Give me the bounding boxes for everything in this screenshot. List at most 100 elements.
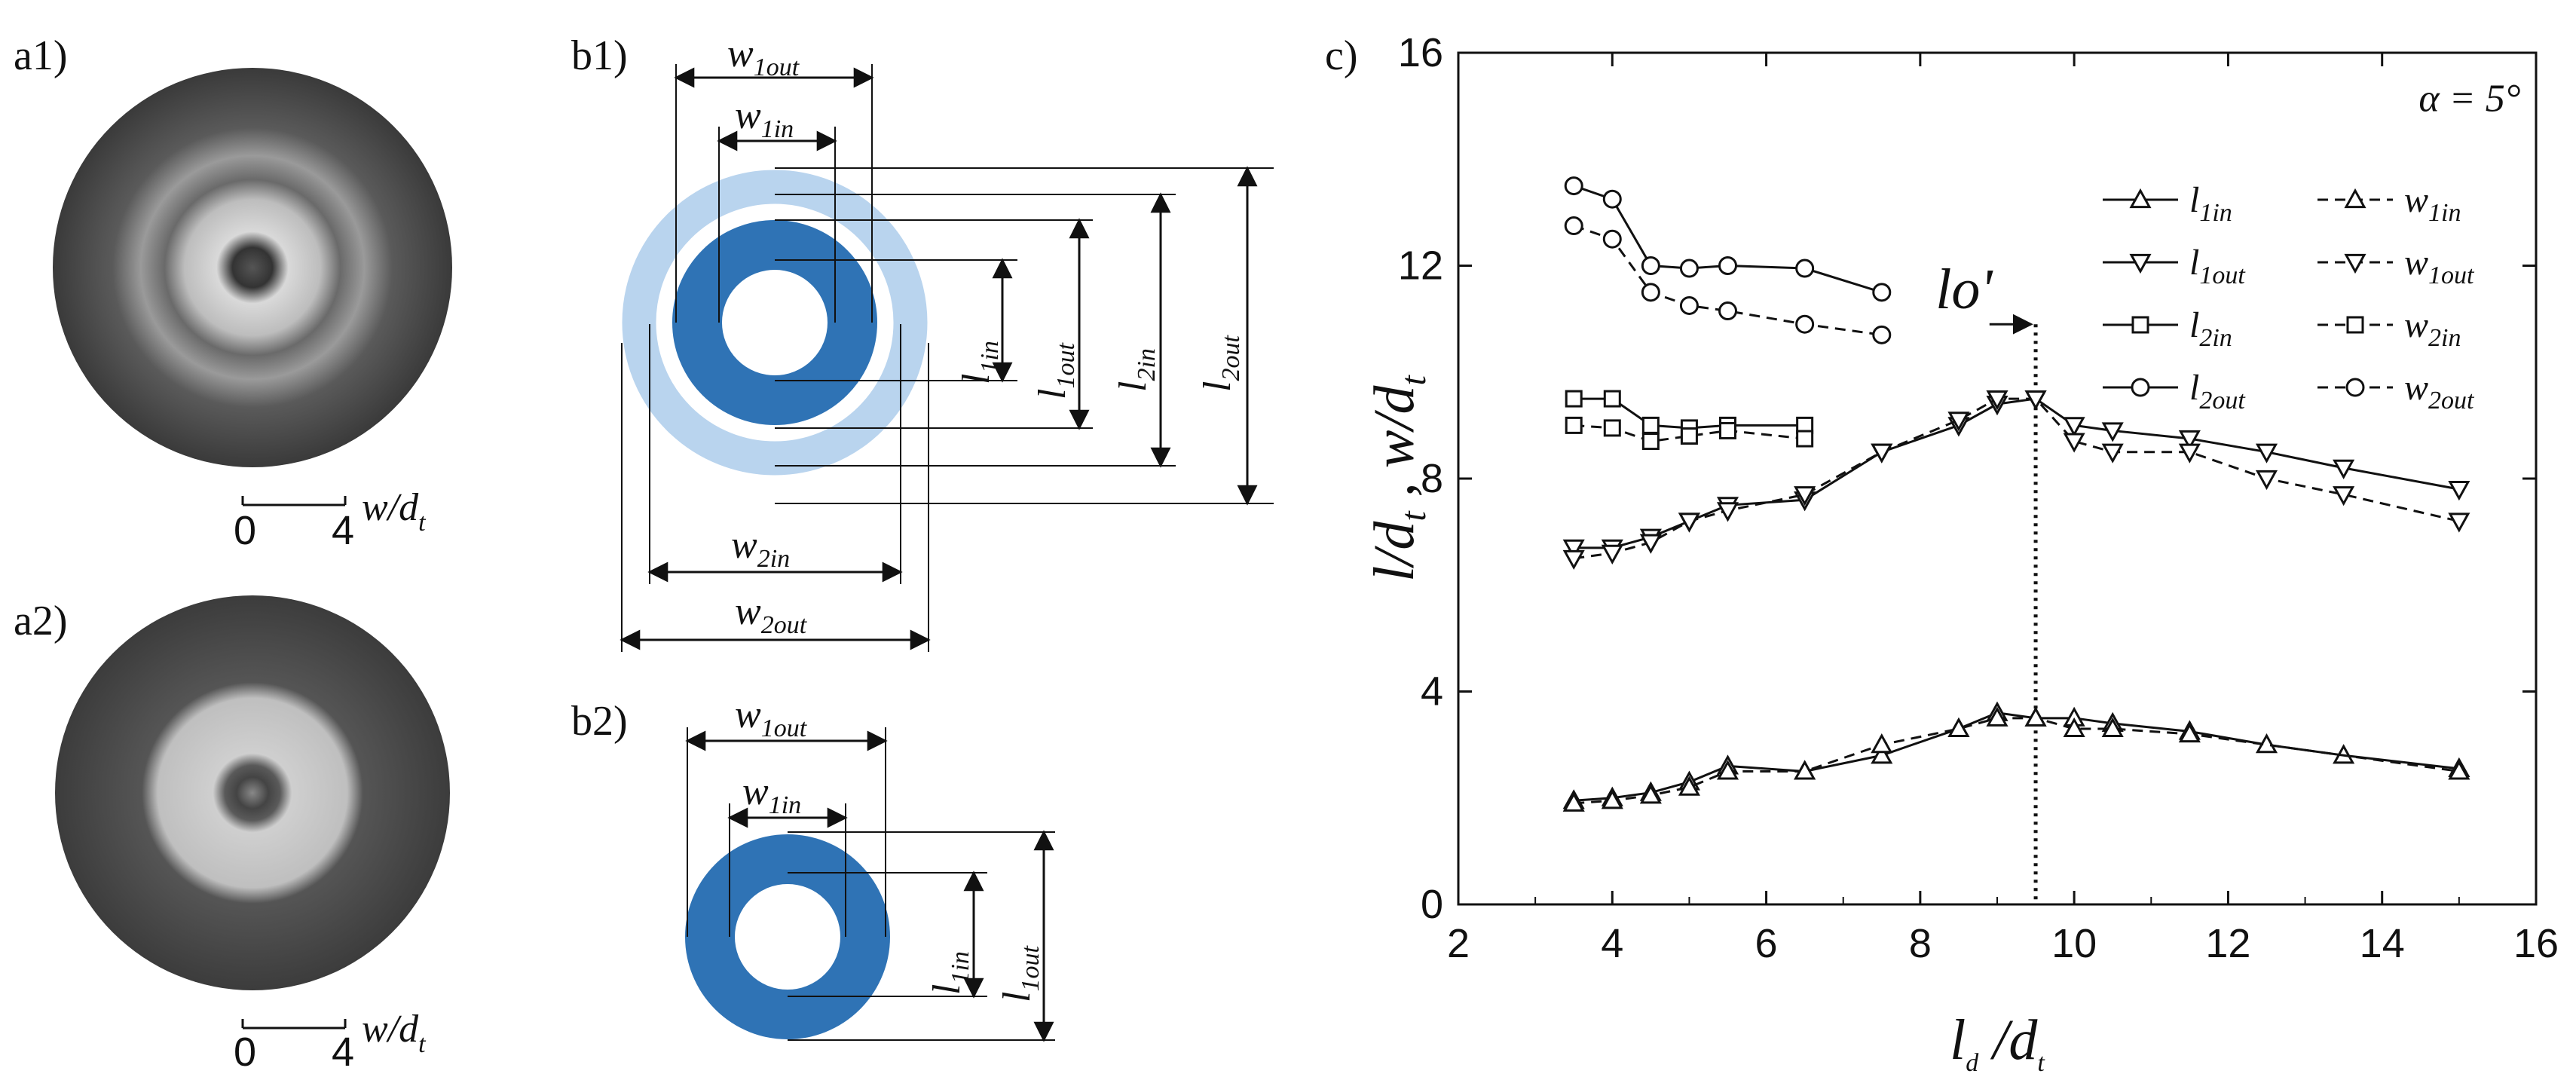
data-point-l1out (2333, 459, 2355, 479)
series-w2in (1565, 416, 1814, 451)
x-tick-label: 12 (2205, 921, 2250, 966)
series-line-w1in (1574, 717, 2460, 805)
photo-a2 (55, 595, 450, 990)
data-point-w2out (1872, 325, 1892, 344)
series-l2out (1564, 176, 1892, 302)
data-point-w2out (1679, 295, 1699, 315)
panel-label-b2: b2) (571, 698, 628, 745)
extension-lines-b2 (687, 727, 1055, 1041)
dim-label-w1out-b2: w1out (735, 693, 808, 742)
legend-label-w2in: w2in (2404, 305, 2461, 352)
panel-a2: a2) 0 4 w/dt (14, 595, 450, 1075)
data-point-w1out (1947, 412, 1970, 432)
dim-label-w1in-b2: w1in (742, 770, 801, 819)
x-axis-label-sub-d: d (1966, 1049, 1979, 1077)
y-tick-label: 16 (1398, 30, 1443, 75)
data-point-w1out (1562, 549, 1585, 571)
y-tick-label: 0 (1421, 882, 1443, 927)
data-point-w1in (2101, 717, 2124, 738)
data-point-l2out (1602, 189, 1622, 209)
panel-label-a1: a1) (14, 32, 68, 79)
data-point-w1in (1716, 760, 1739, 780)
data-point-l1out (2255, 443, 2278, 464)
legend-marker-w1in (2344, 188, 2366, 209)
dim-label-w2out-b1: w2out (735, 590, 808, 639)
inner-ring-b1 (672, 220, 877, 425)
legend-marker-w2in (2346, 316, 2364, 334)
data-point-w1in (1986, 706, 2008, 727)
data-point-w1out (1871, 443, 1893, 464)
data-point-w1out (1986, 390, 2008, 411)
legend-marker-l1in (2129, 188, 2152, 209)
legend-label-sub: 1in (2428, 199, 2461, 227)
y-tick-label: 8 (1421, 456, 1443, 501)
data-point-l1out (2448, 481, 2470, 501)
series-w2out (1564, 216, 1892, 344)
data-point-w2out (1718, 301, 1737, 321)
legend-label-sub: 2out (2428, 387, 2475, 415)
legend-label-base: w (2404, 368, 2428, 408)
dim-label-w2in-b1: w2in (731, 524, 790, 573)
data-point-l1out (2063, 417, 2085, 437)
legend-label-sub: 2out (2199, 387, 2246, 415)
x-tick-label: 14 (2360, 921, 2405, 966)
legend-label-base: w (2404, 305, 2428, 345)
data-point-w2in (1796, 430, 1814, 448)
data-point-w2out (1564, 216, 1583, 236)
extension-lines-b1 (621, 64, 1274, 652)
y-axis-label-part: l (1363, 566, 1426, 582)
y-axis-label: l/dt , w/dt (1363, 374, 1433, 581)
y-tick-label: 4 (1421, 669, 1443, 714)
x-tick-label: 4 (1601, 921, 1623, 966)
x-axis-label-slash: /d (1978, 1008, 2038, 1072)
data-point-w1in (1947, 717, 1970, 738)
legend-label-sub: 2in (2428, 324, 2461, 352)
data-point-w2in (1641, 433, 1660, 451)
series-l1in (1562, 701, 2470, 809)
data-point-l1out (2101, 422, 2124, 442)
legend-label-l1out: l1out (2189, 243, 2246, 289)
chart-frame (1457, 51, 2538, 906)
data-point-w1in (1678, 776, 1700, 796)
data-point-w1out (1716, 502, 1739, 522)
data-point-w1out (2024, 390, 2047, 411)
outer-ring-b1 (622, 170, 928, 476)
dim-label-w1in-b1: w1in (735, 94, 794, 143)
y-axis-label-part: , w (1363, 430, 1426, 511)
scale-unit-a2: w/dt (362, 1008, 427, 1058)
panel-b1: b1) w1out w1in w2in w2out (571, 32, 1274, 652)
x-tick-label: 10 (2051, 921, 2097, 966)
legend-label-l2out: l2out (2189, 368, 2246, 415)
panel-label-c: c) (1325, 32, 1358, 79)
photo-a1 (53, 68, 452, 467)
legend-marker-l1out (2129, 253, 2152, 274)
data-point-w1out (2333, 486, 2355, 506)
data-point-l2out (1872, 283, 1892, 302)
scale-min-a1: 0 (234, 508, 256, 553)
dim-label-l1in-b2: l1in (925, 951, 974, 995)
legend-marker-l2out (2131, 378, 2150, 397)
data-point-w1out (2448, 512, 2470, 533)
panel-a1: a1) 0 4 w/dt (14, 32, 452, 553)
x-tick-label: 8 (1909, 921, 1932, 966)
legend-label-sub: 1in (2199, 199, 2232, 227)
data-point-l2out (1679, 259, 1699, 278)
data-point-w1in (2448, 760, 2470, 780)
data-point-w1in (1601, 789, 1623, 809)
scale-unit-a1: w/dt (362, 486, 427, 537)
legend-label-w1out: w1out (2404, 243, 2475, 289)
data-point-w2out (1641, 283, 1660, 302)
legend-marker-l2in (2131, 316, 2149, 334)
dim-label-w1out-b1: w1out (727, 32, 800, 81)
data-point-w1in (2024, 706, 2047, 727)
x-axis-label-sub-t: t (2037, 1049, 2045, 1077)
data-point-l2in (1641, 416, 1660, 434)
data-point-l2out (1718, 256, 1737, 275)
data-point-w1in (1562, 791, 1585, 812)
legend-label-base: l (2189, 368, 2199, 408)
data-point-w1out (1794, 486, 1816, 506)
legend-label-sub: 1out (2428, 262, 2475, 289)
data-point-w1in (2063, 717, 2085, 738)
